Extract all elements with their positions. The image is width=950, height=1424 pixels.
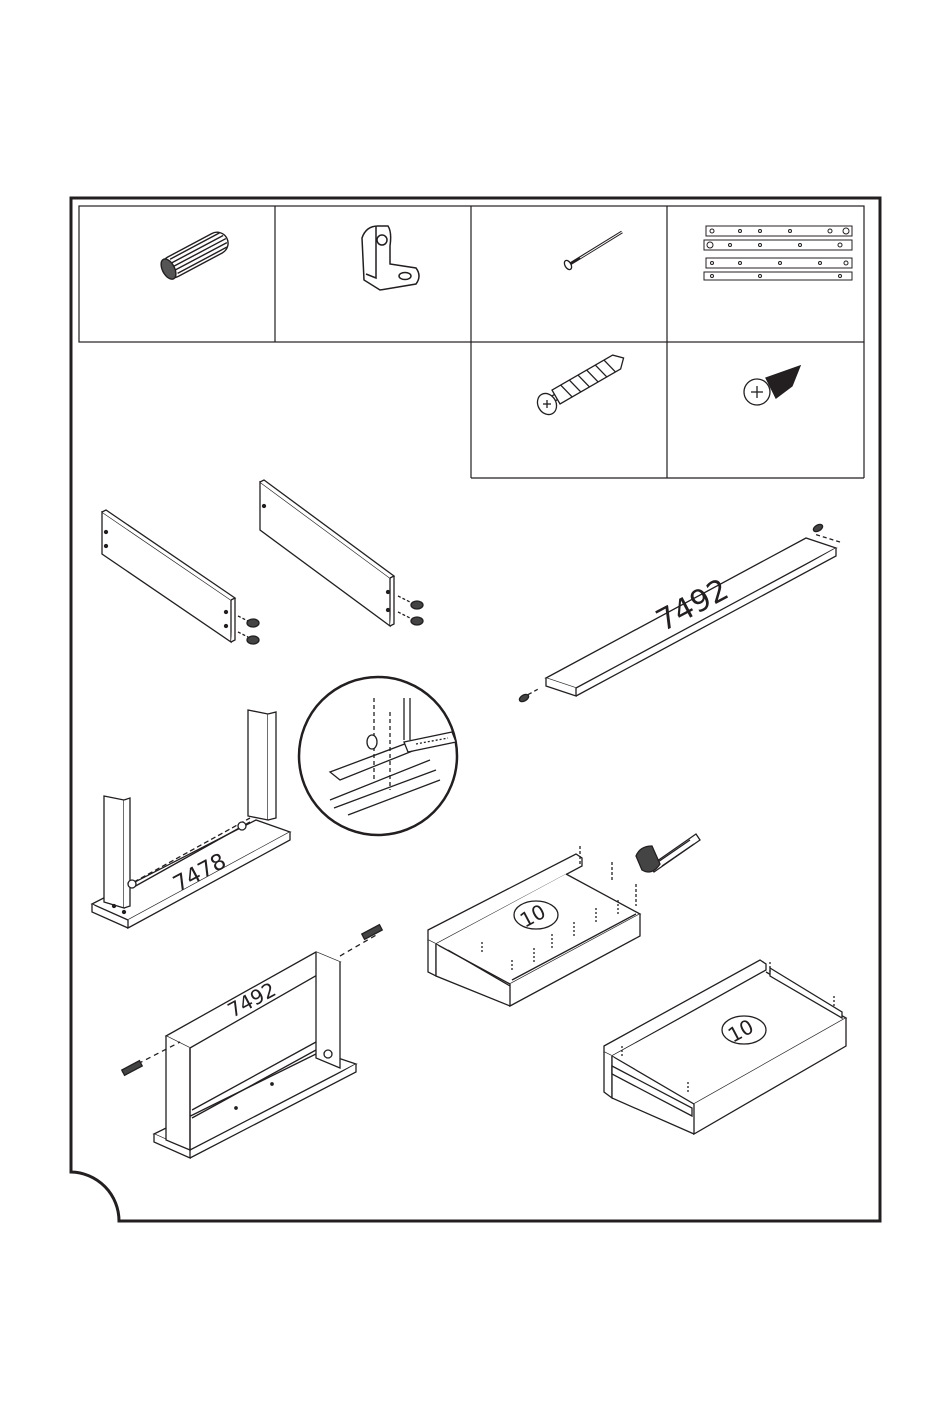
l-bracket-icon bbox=[362, 226, 419, 290]
bottom-panel-assembly bbox=[92, 710, 290, 928]
top-rail-part-number: 7492 bbox=[651, 572, 735, 639]
nail-icon bbox=[563, 232, 622, 271]
side-panel-right bbox=[260, 480, 423, 626]
wall-anchor-screw-icon bbox=[534, 351, 628, 418]
phillips-screw-icon bbox=[744, 366, 800, 405]
drawer-slide-set-icon bbox=[704, 226, 852, 280]
frame-top-part-number: 7492 bbox=[224, 977, 280, 1022]
wooden-dowel-icon bbox=[158, 228, 232, 281]
drawer-with-slides bbox=[604, 960, 846, 1134]
zoom-detail-circle bbox=[299, 677, 457, 835]
side-panel-left bbox=[102, 510, 259, 644]
hammer-icon bbox=[636, 834, 700, 872]
frame-assembly bbox=[122, 925, 382, 1158]
